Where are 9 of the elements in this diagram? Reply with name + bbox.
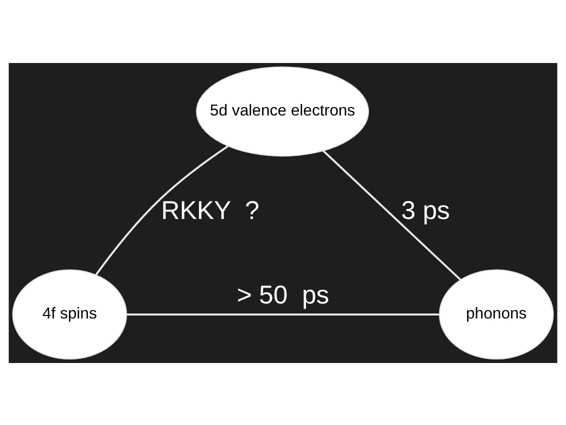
edge-label: RKKY ?	[161, 196, 260, 225]
edge-label: 3 ps	[401, 196, 450, 225]
connector	[126, 313, 440, 315]
edge-label: > 50 ps	[236, 280, 330, 309]
connector	[322, 150, 462, 280]
node-ellipse: 5d valence electrons	[196, 66, 370, 156]
connector	[95, 144, 229, 275]
node-ellipse: 4f spins	[12, 268, 128, 360]
node-ellipse: phonons	[438, 268, 554, 360]
